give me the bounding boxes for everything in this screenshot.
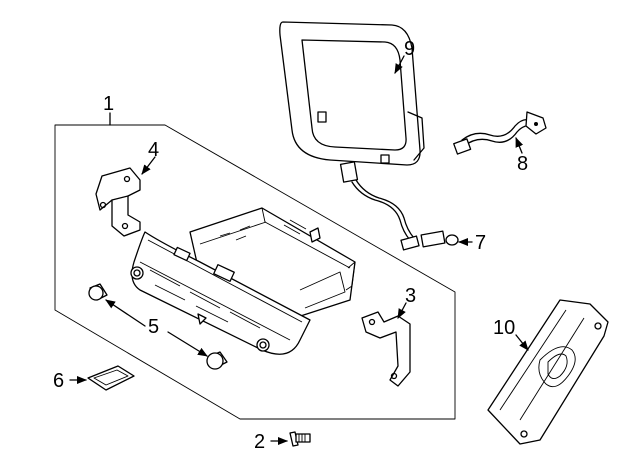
callout-9: 9 [404,38,415,60]
leader-lines [69,55,529,445]
callout-7: 7 [475,232,486,254]
callout-1: 1 [103,93,114,115]
side-panel-part-10[interactable] [487,299,609,445]
screw-part-2[interactable] [289,431,311,447]
knob-part-5a[interactable] [88,283,108,301]
knob-part-5b[interactable] [206,351,228,370]
callout-4: 4 [148,139,159,161]
callout-5: 5 [148,316,159,338]
bracket-part-4[interactable] [95,167,141,237]
bracket-part-3[interactable] [361,311,411,387]
callout-3: 3 [405,285,416,307]
callout-2: 2 [254,431,265,453]
callout-8: 8 [517,153,528,175]
display-screen-part[interactable] [279,21,425,166]
cable-part-8[interactable] [453,111,547,155]
control-unit-part-1[interactable] [130,207,356,355]
callout-10: 10 [493,317,515,339]
callout-6: 6 [53,370,64,392]
pad-part-6[interactable] [87,365,135,391]
assembly-outline [54,124,456,420]
